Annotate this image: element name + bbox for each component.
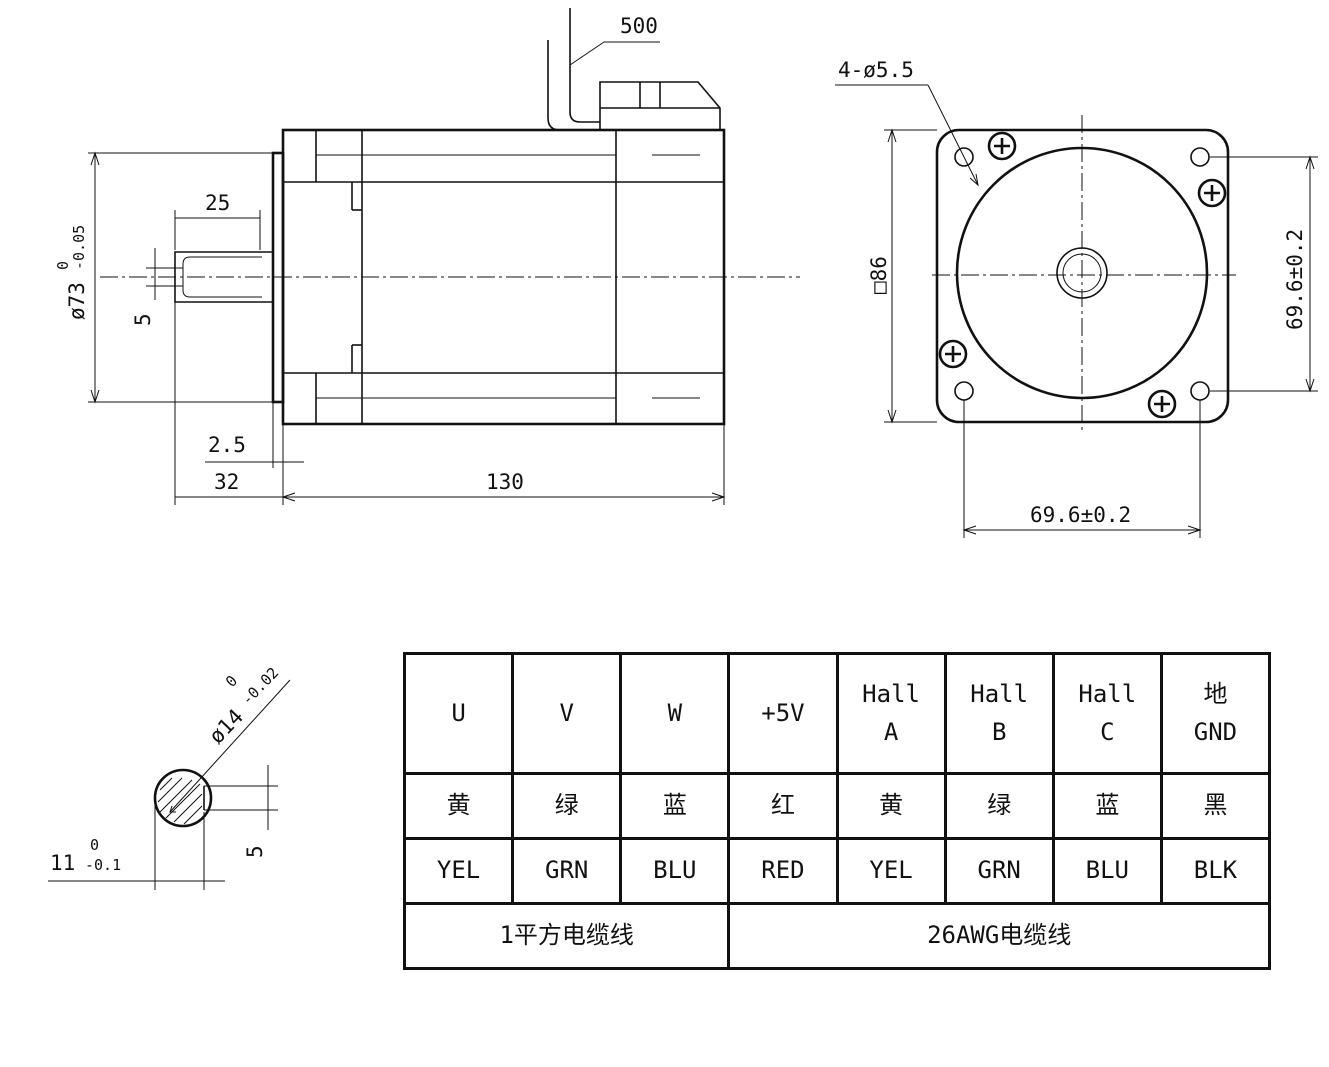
color-cell: 蓝 [1051,772,1163,840]
signal-cable-cell: 26AWG电缆线 [727,902,1271,970]
cable-length-label: 500 [620,14,658,38]
svg-text:11: 11 [50,851,75,875]
svg-text:-0.02: -0.02 [238,664,282,709]
svg-text:25: 25 [205,191,230,215]
cable [547,8,600,131]
color-cell: 红 [727,772,839,840]
svg-text:69.6±0.2: 69.6±0.2 [1030,503,1131,527]
code-cell: YEL [402,837,515,905]
code-cell: RED [727,837,839,905]
svg-text:0: 0 [90,836,99,854]
svg-text:4-ø5.5: 4-ø5.5 [838,58,914,82]
length-dimensions: 2.5 32 130 [174,302,726,505]
hole-callout: 4-ø5.5 [835,58,979,187]
code-cell: YEL [835,837,947,905]
power-cable-cell: 1平方电缆线 [402,902,731,970]
signal-cell: V [511,652,623,775]
svg-text:0: 0 [54,261,72,270]
code-cell: BLU [1051,837,1163,905]
code-cell: BLU [619,837,731,905]
color-row: 黄 绿 蓝 红 黄 绿 蓝 黑 [402,772,1272,840]
code-row: YEL GRN BLU RED YEL GRN BLU BLK [402,837,1272,905]
svg-text:130: 130 [486,470,524,494]
front-view: 4-ø5.5 □86 69.6±0.2 69.6±0.2 [835,58,1318,538]
pitch-vertical-dimension: 69.6±0.2 [1210,155,1318,393]
svg-text:-0.1: -0.1 [85,856,121,874]
color-cell: 绿 [943,772,1055,840]
color-cell: 黄 [835,772,947,840]
svg-text:-0.05: -0.05 [70,225,88,270]
screw-icon [938,339,968,369]
shaft-length-dimension: 25 [174,191,261,250]
code-cell: BLK [1159,837,1272,905]
color-cell: 黑 [1159,772,1272,840]
cable-row: 1平方电缆线 26AWG电缆线 [402,902,1271,970]
key-width-dimension: 5 [131,248,183,326]
mount-hole [1190,147,1210,167]
side-view: 500 [54,8,800,505]
signal-cell: U [402,652,515,775]
flange-diameter-dimension: ø73 0 -0.05 [54,151,273,404]
mount-hole [954,381,974,401]
code-cell: GRN [511,837,623,905]
screw-icon [1147,389,1177,419]
svg-text:5: 5 [243,845,267,858]
screw-icon [1197,178,1227,208]
mount-hole [1190,381,1210,401]
color-cell: 绿 [511,772,623,840]
color-cell: 黄 [402,772,515,840]
code-cell: GRN [943,837,1055,905]
svg-text:5: 5 [131,313,155,326]
screw-icon [987,131,1017,161]
square-dimension: □86 [867,128,937,424]
connector-box [599,81,721,130]
signal-cell: +5V [727,652,839,775]
svg-text:2.5: 2.5 [208,433,246,457]
svg-text:ø73: ø73 [65,282,89,320]
signal-cell: W [619,652,731,775]
svg-text:□86: □86 [867,256,891,294]
mount-hole [954,147,974,167]
color-cell: 蓝 [619,772,731,840]
pitch-horizontal-dimension: 69.6±0.2 [962,400,1202,538]
svg-text:0: 0 [222,672,241,691]
shaft-section: ø14 0 -0.02 5 11 0 -0.1 [48,664,291,890]
svg-text:69.6±0.2: 69.6±0.2 [1283,229,1307,330]
svg-text:ø14: ø14 [204,705,248,749]
svg-text:32: 32 [214,470,239,494]
